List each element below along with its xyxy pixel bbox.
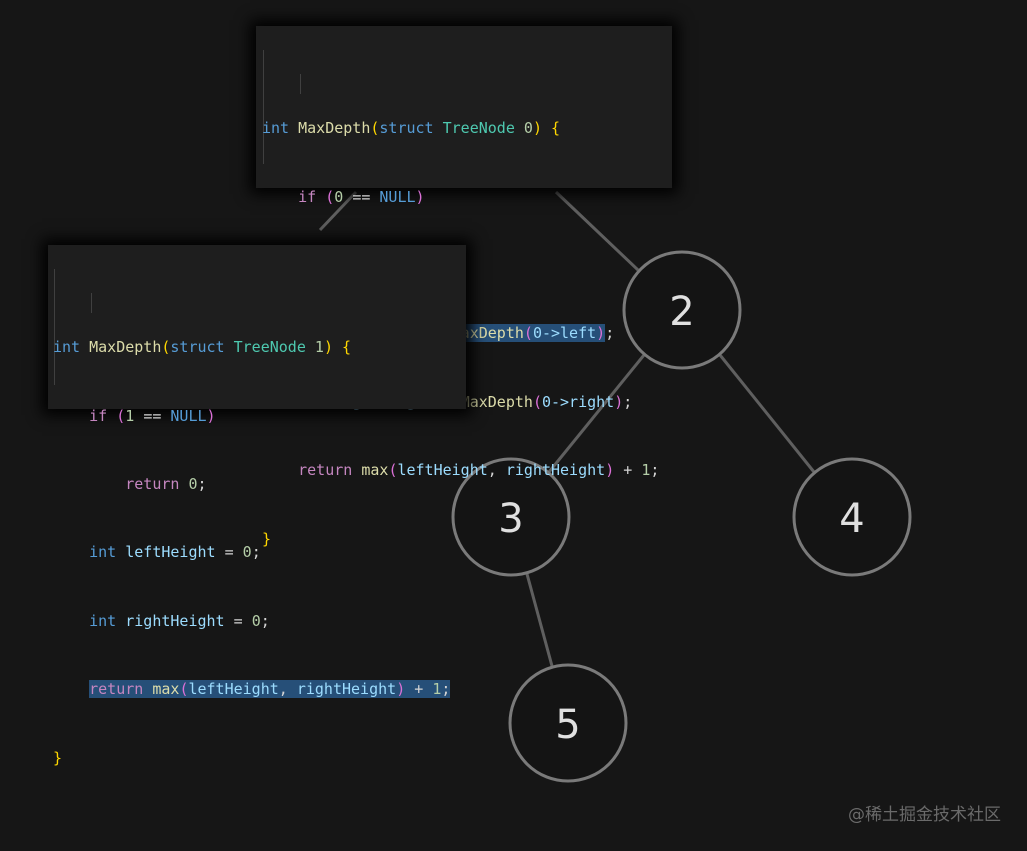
- tree-node-5: [508, 663, 628, 783]
- code-line-7: }: [53, 748, 63, 767]
- code-line-3: return 0;: [125, 474, 207, 493]
- code-panel-node-0: int MaxDepth(struct TreeNode 0) { if (0 …: [256, 26, 672, 548]
- code-line-2: if (1 == NULL): [89, 406, 216, 425]
- code-line-1: int MaxDepth(struct TreeNode 1) {: [53, 338, 352, 357]
- tree-node-4: [792, 457, 912, 577]
- edge-0-1: [318, 190, 358, 232]
- tree-node-3: [451, 457, 571, 577]
- watermark: @稀土掘金技术社区: [848, 805, 1001, 825]
- tree-node-2: [622, 250, 742, 370]
- node-label-2: 2: [669, 289, 694, 335]
- edge-2-3: [547, 354, 646, 473]
- node-label-5: 5: [555, 702, 580, 748]
- code-line-7: }: [262, 529, 272, 548]
- selection-highlight: MaxDepth(0->left): [451, 324, 606, 343]
- code-line-1: int MaxDepth(struct TreeNode 0) {: [262, 119, 561, 138]
- code-line-4: int leftHeight = 0;: [89, 543, 261, 562]
- code-line-5: int rightHeight = 0;: [89, 611, 270, 630]
- node-label-4: 4: [839, 496, 864, 542]
- indent-guide: [91, 293, 92, 313]
- code-panel-node-1: int MaxDepth(struct TreeNode 1) { if (1 …: [48, 245, 466, 767]
- edge-2-4: [718, 354, 816, 473]
- code-line-6: return max(leftHeight, rightHeight) + 1;: [298, 461, 660, 480]
- edge-3-5: [525, 573, 554, 667]
- node-label-3: 3: [498, 496, 523, 542]
- selection-highlight: return max(leftHeight, rightHeight) + 1;: [89, 680, 451, 699]
- indent-guide: [300, 74, 301, 94]
- edge-0-2: [554, 190, 640, 272]
- code-line-2: if (0 == NULL): [298, 187, 425, 206]
- indent-guide: [54, 269, 55, 385]
- indent-guide: [263, 50, 264, 164]
- code-line-6: return max(leftHeight, rightHeight) + 1;: [53, 678, 466, 701]
